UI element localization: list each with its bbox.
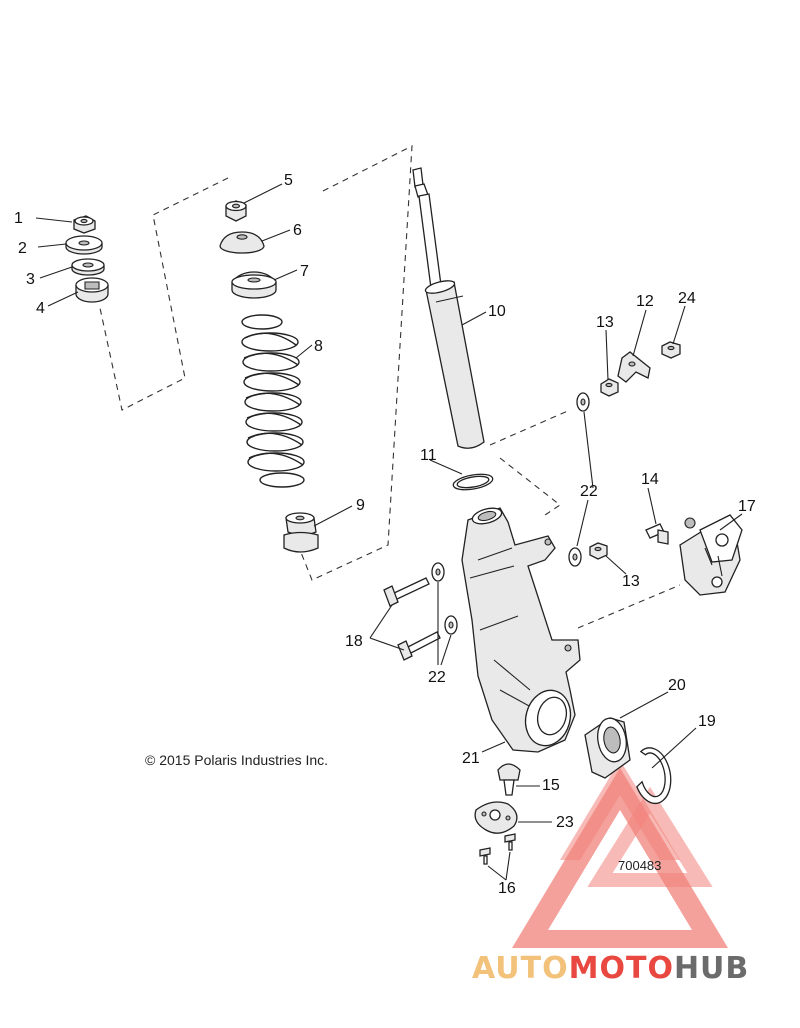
callout-20: 20 <box>668 677 686 694</box>
callout-2: 2 <box>18 240 27 257</box>
part-20-bearing <box>584 717 631 779</box>
callout-12: 12 <box>636 293 654 310</box>
part-16-screw-right <box>504 833 516 851</box>
part-5-nut <box>225 200 247 222</box>
callout-3: 3 <box>26 271 35 288</box>
callout-19: 19 <box>698 713 716 730</box>
part-16-screw-left <box>479 847 491 865</box>
part-4-bushing <box>75 277 109 303</box>
dashed-outline-middle <box>289 145 413 581</box>
watermark-text: AUTOMOTOHUB <box>472 951 749 986</box>
callout-7: 7 <box>300 263 309 280</box>
callout-13-lower: 13 <box>622 573 640 590</box>
part-22-washer-upper <box>576 392 590 412</box>
part-15-ball-joint <box>497 763 521 796</box>
watermark-hub: HUB <box>674 951 749 986</box>
watermark-logo <box>512 760 728 948</box>
part-6-upper-seat <box>219 231 265 254</box>
callout-10: 10 <box>488 303 506 320</box>
callout-11: 11 <box>420 447 437 464</box>
callout-5: 5 <box>284 172 293 189</box>
part-22-washer-middle <box>568 547 582 567</box>
part-24-nut <box>661 341 681 359</box>
callout-14: 14 <box>641 471 659 488</box>
part-22-washer-left-upper <box>431 562 445 582</box>
dashed-lines-right <box>489 409 681 629</box>
part-13-nut-upper <box>600 378 619 397</box>
part-18-bolt-lower <box>397 631 441 661</box>
part-23-plate <box>474 801 518 834</box>
callout-15: 15 <box>542 777 560 794</box>
part-13-nut-lower <box>589 542 608 560</box>
leader-lines <box>35 183 743 881</box>
part-19-snap-ring <box>636 747 672 804</box>
part-3-washer <box>71 258 105 276</box>
part-11-o-ring <box>452 473 494 491</box>
part-10-shock-absorber <box>412 167 485 449</box>
callout-21: 21 <box>462 750 480 767</box>
part-22-washer-left-lower <box>444 615 458 635</box>
part-1-nut <box>73 215 96 234</box>
part-18-bolt-upper <box>383 577 430 607</box>
callout-22-left: 22 <box>428 669 446 686</box>
part-2-washer <box>65 235 103 255</box>
diagram-code: 700483 <box>618 858 661 873</box>
callout-23: 23 <box>556 814 574 831</box>
callout-24: 24 <box>678 290 696 307</box>
part-14-bolt <box>645 523 669 545</box>
watermark-auto: AUTO <box>472 951 569 986</box>
copyright-text: © 2015 Polaris Industries Inc. <box>145 752 328 768</box>
callout-4: 4 <box>36 300 45 317</box>
callout-17: 17 <box>738 498 756 515</box>
watermark-moto: MOTO <box>569 951 674 986</box>
dashed-outline-left <box>99 177 229 411</box>
callout-16: 16 <box>498 880 516 897</box>
callout-6: 6 <box>293 222 302 239</box>
callout-labels: 1 2 3 4 5 6 7 8 9 10 11 12 13 24 22 14 1… <box>14 172 756 897</box>
part-17-brake-caliper <box>679 514 743 596</box>
part-9-bump-stop <box>283 512 319 553</box>
callout-18: 18 <box>345 633 363 650</box>
part-7-retainer <box>231 271 277 299</box>
callout-9: 9 <box>356 497 365 514</box>
part-8-coil-spring <box>241 314 305 488</box>
callout-13-upper: 13 <box>596 314 614 331</box>
part-21-knuckle <box>461 507 581 753</box>
callout-8: 8 <box>314 338 323 355</box>
callout-22-right: 22 <box>580 483 598 500</box>
callout-1: 1 <box>14 210 23 227</box>
part-12-bracket <box>617 351 651 383</box>
